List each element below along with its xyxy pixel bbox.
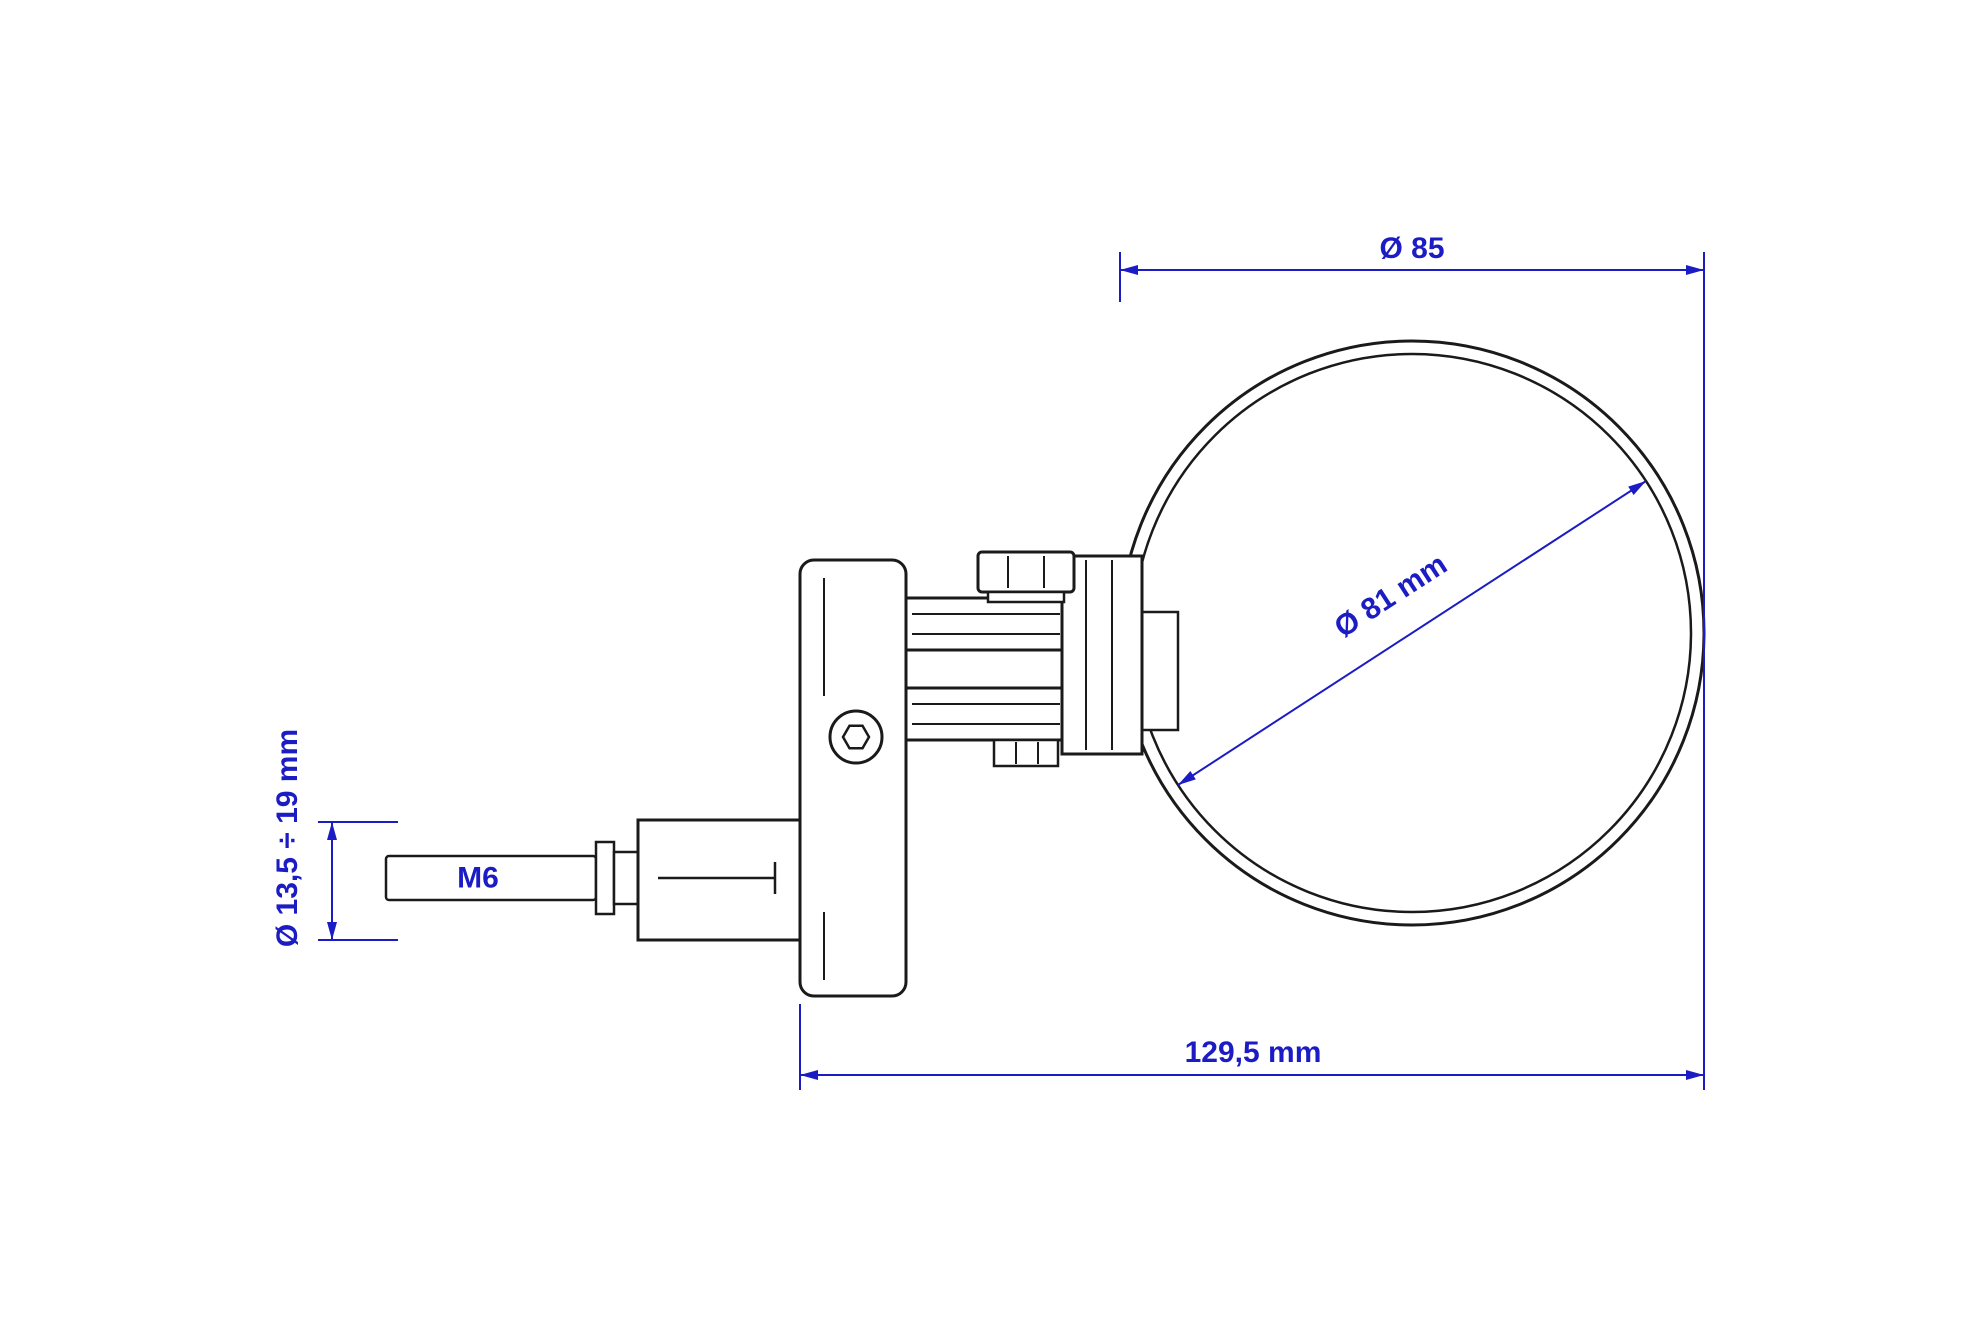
stem-washer-b	[612, 850, 640, 906]
clamp-bolt-head	[976, 550, 1076, 594]
pivot-screw	[828, 709, 884, 765]
dimension-label: Ø 81 mm	[1329, 548, 1453, 645]
pivot-screw-hex	[841, 724, 871, 750]
mirror-stem	[1140, 610, 1180, 732]
stem-washer-a	[594, 840, 616, 916]
dimension-clamp-range: Ø 13,5 ÷ 19 mm	[271, 729, 398, 947]
dimension-label: 129,5 mm	[1185, 1036, 1322, 1069]
stem-assembly: M6	[384, 818, 822, 942]
dimension-line	[1177, 480, 1647, 786]
thread-label: M6	[457, 862, 499, 895]
dimension-overall-length: 129,5 mm	[799, 1004, 1704, 1090]
clamp-bolt-washer	[986, 590, 1066, 604]
expander-cylinder	[636, 818, 822, 942]
dimension-label: Ø 13,5 ÷ 19 mm	[271, 729, 304, 947]
dimension-mirror-outer: Ø 85	[1119, 232, 1705, 1090]
dimension-label: Ø 85	[1379, 232, 1444, 265]
clamp-assembly	[904, 550, 1144, 768]
mount-plate-group	[798, 558, 908, 998]
mount-plate	[798, 558, 908, 998]
clamp-nut	[992, 738, 1060, 768]
dimension-mirror-glass: Ø 81 mm	[1177, 480, 1647, 786]
